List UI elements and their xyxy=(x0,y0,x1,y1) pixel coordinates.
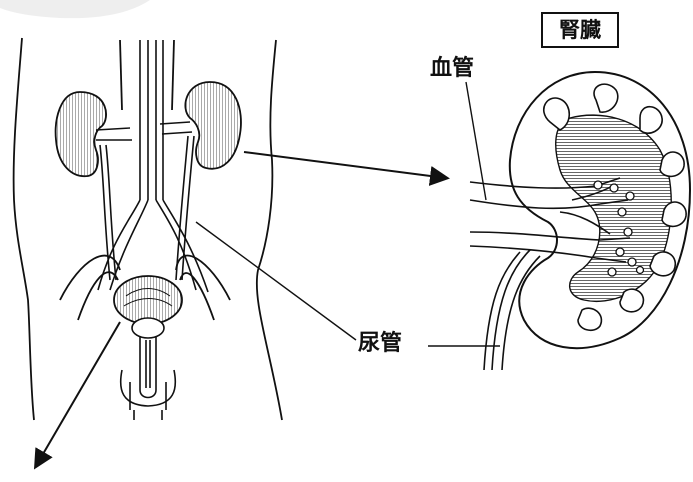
kidney-label: 腎臓 xyxy=(559,20,601,41)
kidney-detail xyxy=(470,72,690,370)
arrow-to-kidney-detail xyxy=(244,152,446,178)
blood-vessel-label: 血管 xyxy=(430,58,474,80)
urethra xyxy=(121,336,176,420)
ureter-label: 尿管 xyxy=(358,333,402,355)
right-kidney xyxy=(160,82,241,280)
kidney-label-box: 腎臓 xyxy=(541,12,619,48)
corner-blob xyxy=(0,0,150,18)
bladder xyxy=(114,276,182,338)
arrow-from-bladder xyxy=(36,322,120,466)
left-kidney xyxy=(56,92,132,280)
